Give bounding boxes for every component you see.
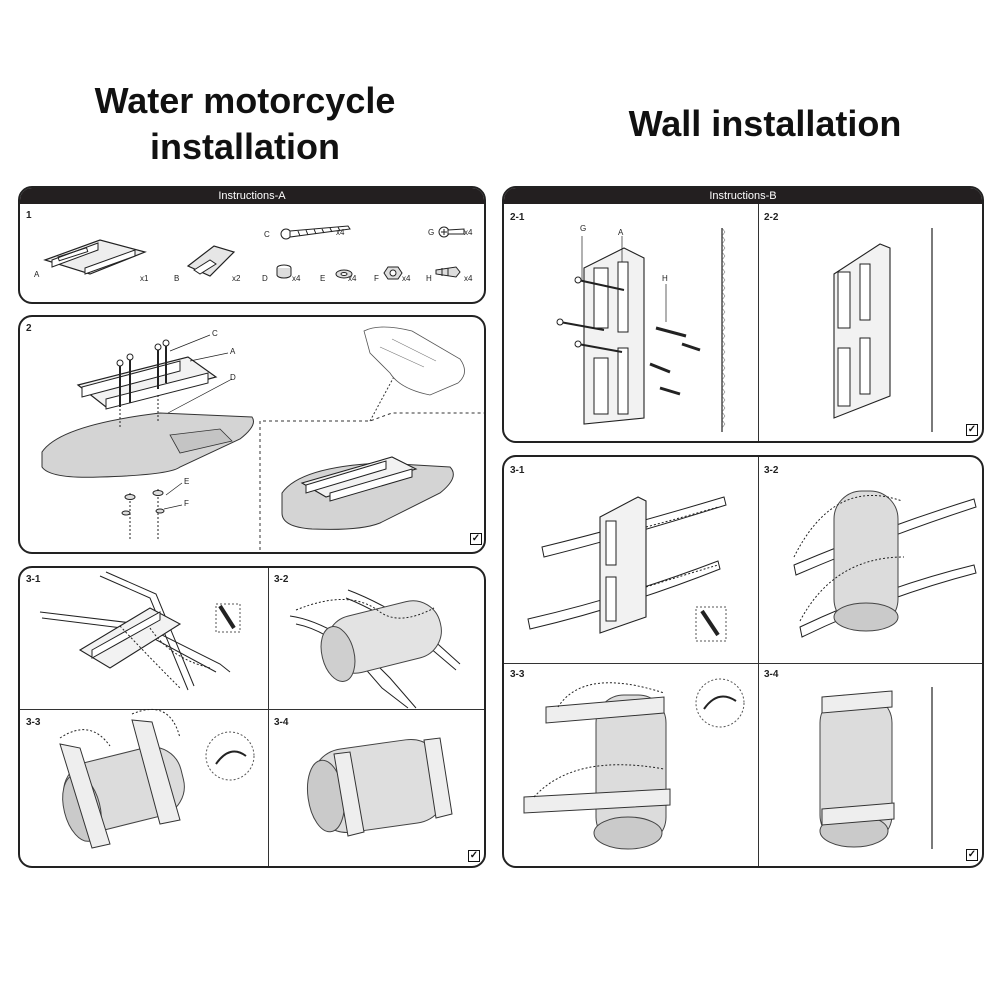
step-2-callout-d: D [230, 373, 236, 382]
step-1-label: 1 [26, 210, 32, 221]
part-e-letter: E [320, 274, 326, 283]
part-b-qty: x2 [232, 274, 241, 283]
part-c-letter: C [264, 230, 270, 239]
step-3b-horizontal-divider [504, 663, 982, 664]
step-2-callout-e: E [184, 477, 190, 486]
part-d-spacer-drawing [276, 264, 292, 279]
part-a-letter: A [34, 270, 40, 279]
part-h-qty: x4 [464, 274, 473, 283]
part-c-qty: x4 [336, 228, 345, 237]
part-d-qty: x4 [292, 274, 301, 283]
step-3b-illustrations [523, 490, 977, 850]
part-g-letter: G [428, 228, 435, 237]
part-a-bracket-drawing [43, 239, 147, 275]
part-f-qty: x4 [402, 274, 411, 283]
step-2b-vertical-divider [758, 204, 759, 441]
step-3a-vertical-divider [268, 568, 269, 866]
step-2-label: 2 [26, 323, 32, 334]
step-2b-2-label: 2-2 [764, 212, 779, 223]
step-2-callout-a: A [230, 347, 236, 356]
jet-ski-platform-drawing [41, 326, 484, 552]
step-3a-1-label: 3-1 [26, 574, 41, 585]
part-g-qty: x4 [464, 228, 473, 237]
title-water-motorcycle-line1: Water motorcycle [94, 80, 396, 121]
step-3b-4-label: 3-4 [764, 669, 779, 680]
instructions-a-header: Instructions-A [20, 188, 484, 204]
part-f-letter: F [374, 274, 379, 283]
part-a-qty: x1 [140, 274, 149, 283]
step-2b-callout-a: A [618, 228, 624, 237]
part-f-nut-drawing [383, 266, 403, 280]
step-3a-4-label: 3-4 [274, 717, 289, 728]
step-2-callout-c: C [212, 329, 218, 338]
step-3b-4-check-icon: ✓ [966, 849, 978, 861]
step-2-callout-f: F [184, 499, 189, 508]
title-water-motorcycle-line2: installation [149, 126, 341, 167]
part-d-letter: D [262, 274, 268, 283]
step-2b-callout-h: H [662, 274, 668, 283]
step-3a-horizontal-divider [20, 709, 484, 710]
step-3b-3-label: 3-3 [510, 669, 525, 680]
part-g-screw-drawing [438, 226, 465, 238]
step-2b-check-icon: ✓ [966, 424, 978, 436]
part-b-letter: B [174, 274, 180, 283]
instructions-b-step-3-panel: 3-1 3-2 3-3 3-4 ✓ [502, 455, 984, 868]
step-3a-3-label: 3-3 [26, 717, 41, 728]
instructions-a-parts-panel: Instructions-A 1 A x1 B x2 C x4 D x4 E x… [18, 186, 486, 304]
instructions-b-header: Instructions-B [504, 188, 982, 204]
step-3b-vertical-divider [758, 457, 759, 866]
step-3b-1-label: 3-1 [510, 465, 525, 476]
part-c-screw-drawing [280, 225, 351, 240]
instructions-b-step-2-panel: Instructions-B 2-1 2-2 G A H ✓ [502, 186, 984, 443]
step-3b-2-label: 3-2 [764, 465, 779, 476]
step-2b-1-label: 2-1 [510, 212, 525, 223]
step-3a-4-check-icon: ✓ [468, 850, 480, 862]
step-2-check-icon: ✓ [470, 533, 482, 545]
instructions-a-step-2-panel: 2 C A D E F ✓ [18, 315, 486, 554]
instructions-a-step-3-panel: 3-1 3-2 3-3 3-4 ✓ [18, 566, 486, 868]
part-e-qty: x4 [348, 274, 357, 283]
wall-mount-bracket-drawings [556, 227, 933, 432]
step-2b-callout-g: G [580, 224, 587, 233]
part-h-anchor-drawing [435, 266, 461, 278]
part-e-washer-drawing [335, 269, 353, 279]
title-wall-installation: Wall installation [628, 103, 902, 144]
step-3a-illustrations [39, 571, 461, 849]
step-3a-2-label: 3-2 [274, 574, 289, 585]
part-h-letter: H [426, 274, 432, 283]
part-b-strap-drawing [186, 245, 236, 277]
